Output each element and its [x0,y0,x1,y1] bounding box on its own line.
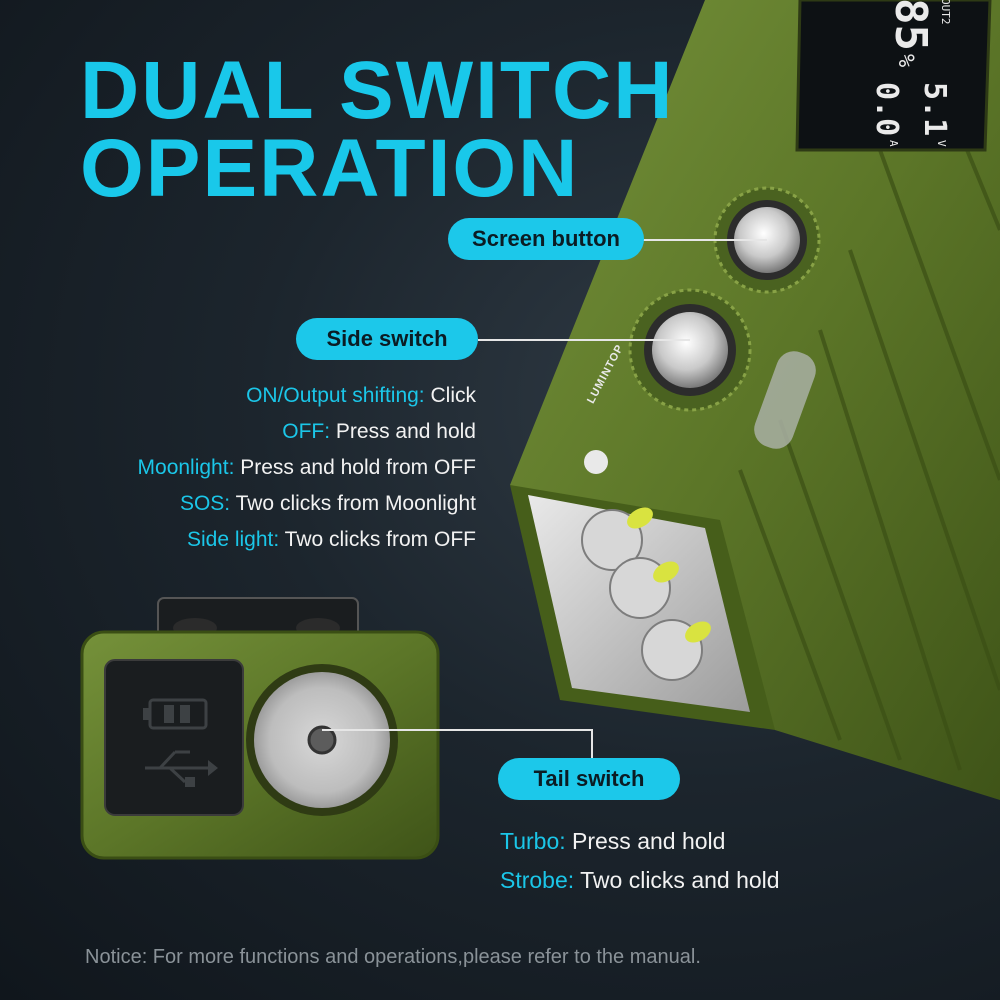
side-switch-graphic [628,288,752,412]
side-switch-operations: ON/Output shifting: Click OFF: Press and… [138,378,476,558]
display-voltage-unit: V [935,140,948,147]
title-line-1: DUAL SWITCH [80,45,675,136]
tail-switch-label: Tail switch [498,758,680,800]
op-row: Strobe: Two clicks and hold [500,861,780,900]
display-current: 0.0 [869,82,904,137]
title-line-2: OPERATION [80,123,580,214]
op-row: SOS: Two clicks from Moonlight [138,486,476,522]
op-key: Turbo: [500,828,566,854]
op-value: Two clicks from OFF [279,528,476,551]
op-value: Press and hold [330,420,476,443]
side-switch-label: Side switch [296,318,478,360]
page-title: DUAL SWITCH OPERATION [80,45,675,214]
op-key: SOS: [179,492,231,515]
display-voltage: 5.1 [917,82,952,137]
flashlight-body [510,0,1000,800]
op-row: ON/Output shifting: Click [138,378,476,414]
tail-switch-operations: Turbo: Press and hold Strobe: Two clicks… [500,822,780,900]
op-key: OFF: [282,420,331,443]
op-value: Two clicks and hold [574,867,780,893]
op-value: Click [424,384,476,407]
screen-button-label: Screen button [448,218,644,260]
op-value: Press and hold from OFF [234,456,476,479]
display-current-unit: A [887,140,900,147]
display-port-label: OUT2 [939,0,952,25]
op-value: Press and hold [565,828,726,854]
display-percent: 85 [885,0,936,51]
op-value: Two clicks from Moonlight [230,492,476,515]
op-key: Strobe: [500,867,575,893]
op-row: OFF: Press and hold [138,414,476,450]
tail-cap-graphic [80,597,440,860]
notice-text: Notice: For more functions and operation… [85,946,701,968]
op-row: Moonlight: Press and hold from OFF [138,450,476,486]
op-key: Side light: [186,528,280,551]
op-row: Turbo: Press and hold [500,822,780,861]
op-key: ON/Output shifting: [246,384,425,407]
display-percent-sign: % [893,54,918,68]
op-key: Moonlight: [137,456,235,479]
device-display: OUT2 85 % 5.1 V 0.0 A [828,0,958,160]
op-row: Side light: Two clicks from OFF [138,522,476,558]
